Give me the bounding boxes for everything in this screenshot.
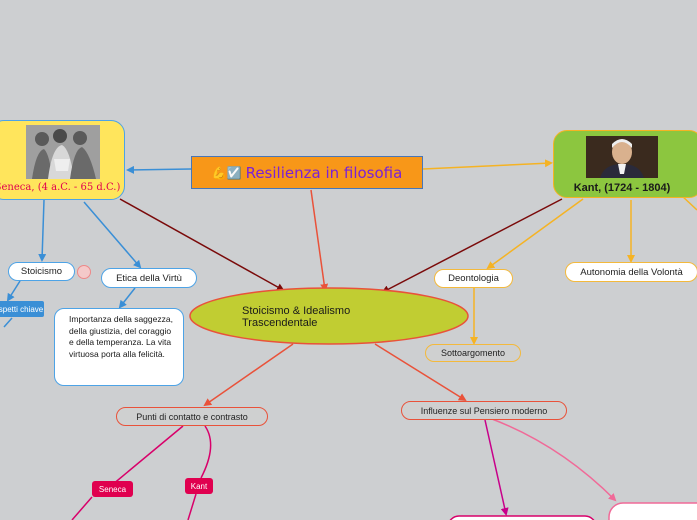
connector-punti-seneca	[111, 425, 184, 486]
punti-node[interactable]: Punti di contatto e contrasto	[116, 407, 268, 426]
central-topic[interactable]: 💪☑️ Resilienza in filosofia	[191, 156, 423, 189]
connector-seneca-etica	[83, 201, 142, 269]
connector-kant-down	[187, 493, 197, 520]
etica-node[interactable]: Etica della Virtù	[101, 268, 197, 288]
connector-central-kant	[422, 159, 553, 170]
aspetti-chiave-label: spetti chiave	[0, 304, 44, 314]
link-icon[interactable]	[77, 265, 91, 279]
kant-node[interactable]: Kant, (1724 - 1804)	[553, 130, 697, 198]
etica-note[interactable]: Importanza della saggezza, della giustiz…	[54, 308, 184, 386]
seneca-caption: Seneca, (4 a.C. - 65 d.C.)	[0, 182, 121, 193]
connector-seneca-main	[119, 198, 285, 291]
connector-etica-note	[118, 287, 136, 309]
seneca-node[interactable]: Seneca, (4 a.C. - 65 d.C.)	[0, 120, 125, 200]
connector-influenze-right	[491, 418, 617, 502]
connector-punti-kant	[200, 425, 212, 479]
tag-kant-label: Kant	[190, 481, 208, 491]
bottom-node-left	[449, 515, 595, 520]
bottom-node-right	[608, 502, 697, 520]
connector-central-seneca	[126, 165, 192, 174]
punti-label: Punti di contatto e contrasto	[136, 411, 248, 422]
main-topic-line1: Stoicismo & Idealismo	[242, 305, 351, 317]
connector-kant-deontologia	[486, 198, 584, 270]
connector-kant-main	[381, 198, 563, 293]
influenze-label: Influenze sul Pensiero moderno	[420, 405, 548, 416]
central-topic-title: Resilienza in filosofia	[245, 163, 403, 182]
tag-kant[interactable]: Kant	[185, 478, 213, 494]
tag-seneca[interactable]: Seneca	[92, 481, 133, 497]
deontologia-node[interactable]: Deontologia	[434, 269, 513, 288]
sottoargomento-label: Sottoargomento	[440, 348, 506, 358]
tag-seneca-label: Seneca	[98, 484, 127, 494]
connector-aspetti-down	[3, 317, 13, 328]
connector-seneca-down	[71, 496, 93, 520]
connector-influenze-left	[484, 419, 509, 516]
muscle-check-icon: 💪☑️	[211, 165, 242, 180]
seneca-portrait	[25, 125, 100, 179]
etica-label: Etica della Virtù	[116, 272, 182, 284]
influenze-node[interactable]: Influenze sul Pensiero moderno	[401, 401, 567, 420]
kant-portrait	[586, 136, 658, 178]
stoicismo-label: Stoicismo	[20, 266, 63, 277]
autonomia-label: Autonomia della Volontà	[580, 266, 683, 278]
stoicismo-node[interactable]: Stoicismo	[8, 262, 75, 281]
connector-central-main	[310, 189, 329, 292]
kant-caption: Kant, (1724 - 1804)	[573, 182, 671, 194]
main-topic[interactable]: Stoicismo & Idealismo Trascendentale	[200, 300, 458, 334]
connector-seneca-stoicismo	[38, 199, 47, 262]
autonomia-node[interactable]: Autonomia della Volontà	[565, 262, 697, 282]
connector-main-punti	[203, 343, 294, 407]
etica-note-text: Importanza della saggezza, della giustiz…	[69, 314, 173, 359]
connector-stoicismo-aspetti	[6, 280, 21, 302]
main-topic-line2: Trascendentale	[242, 317, 318, 329]
aspetti-chiave-node[interactable]: spetti chiave	[0, 301, 44, 317]
connector-main-influenze	[374, 343, 467, 402]
sottoargomento-node[interactable]: Sottoargomento	[425, 344, 521, 362]
main-topic-shape	[189, 287, 469, 345]
deontologia-label: Deontologia	[448, 273, 499, 284]
